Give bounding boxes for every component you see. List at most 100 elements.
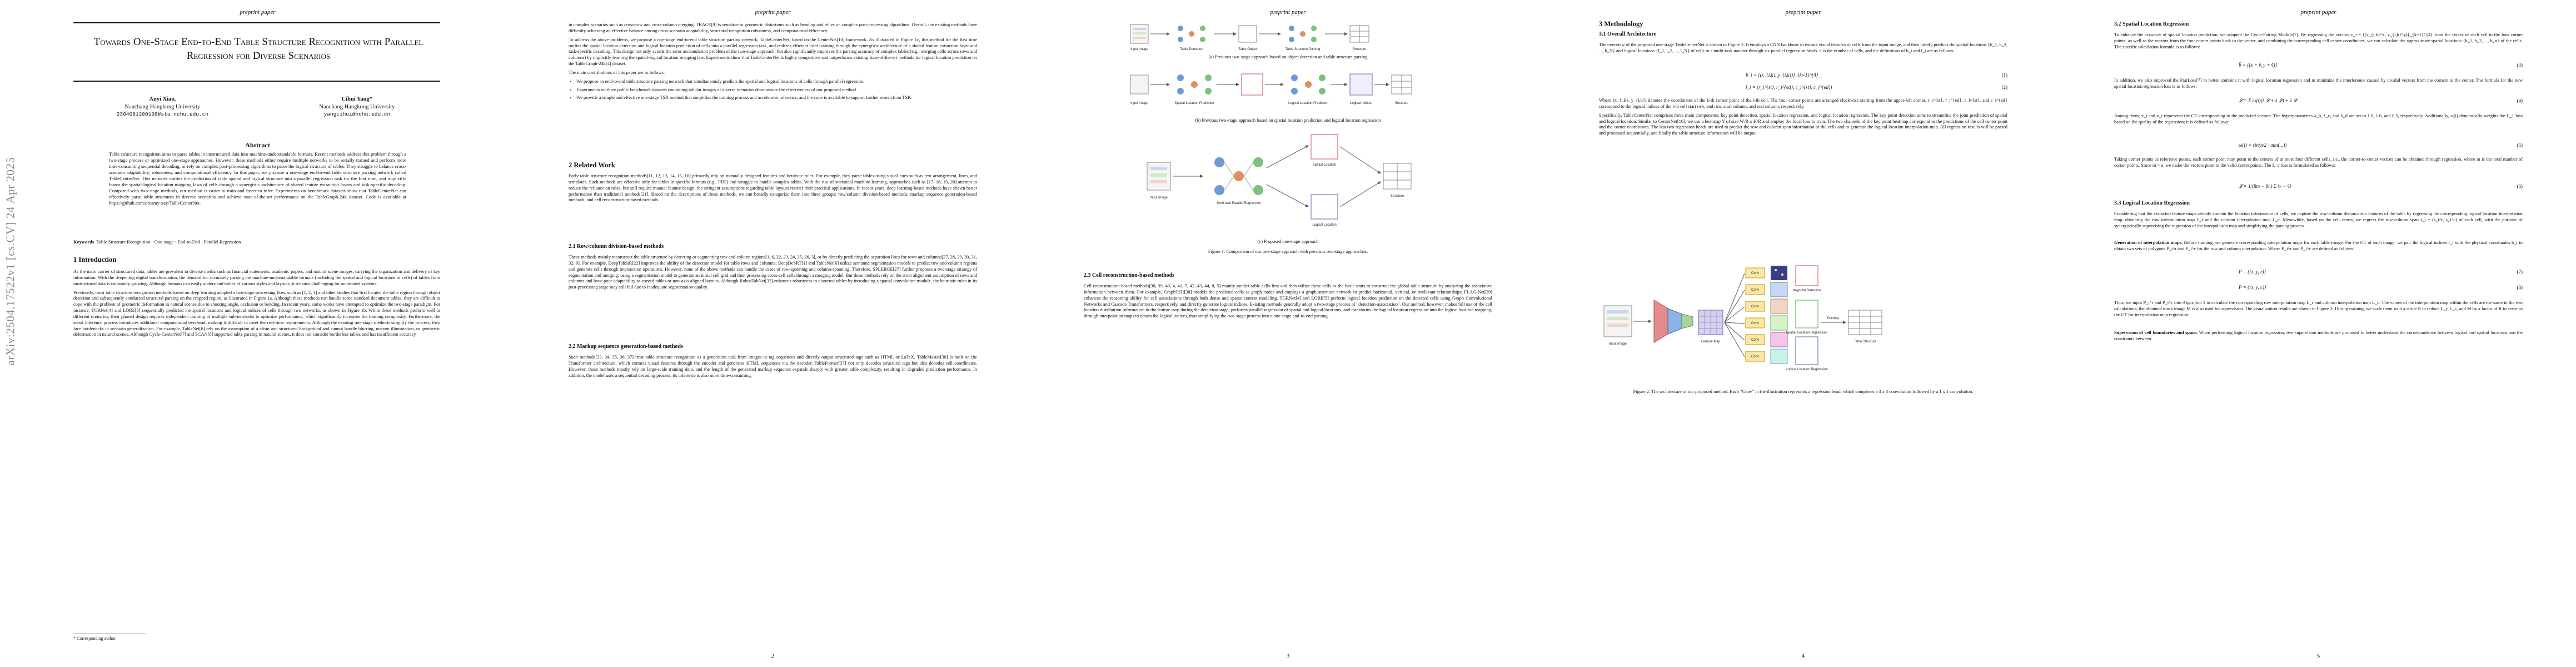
paragraph: Where (x_{i,k}, y_{i,k}) denotes the coo… xyxy=(1599,98,2007,109)
figure-1a-caption: (a) Previous two-stage approach based on… xyxy=(1208,54,1368,59)
page-2: preprint paper in complex scenarios such… xyxy=(515,0,1030,667)
equation-7-number: (7) xyxy=(2517,269,2523,275)
fig2-label: Feature Map xyxy=(1701,340,1721,344)
equation-1-number: (1) xyxy=(2001,72,2008,78)
arxiv-stamp: arXiv:2504.17522v1 [cs.CV] 24 Apr 2025 xyxy=(3,157,17,366)
fig-1a-label: Structure xyxy=(1353,48,1367,51)
title-rule-bottom xyxy=(73,81,440,82)
equation-3-body: b̂ = {(x + v̂, y + v̂)} xyxy=(2239,62,2278,68)
author-1-email[interactable]: 2304081200108@stu.nchu.edu.cn xyxy=(116,111,209,118)
section-2-1-body: These methods mainly reconstruct the tab… xyxy=(569,255,977,290)
page-number: 4 xyxy=(1801,653,1805,659)
keywords-text: Table Structure Recognition · One-stage … xyxy=(96,239,241,245)
author-1: Anyi Xiao, Nanchang Hangkong University … xyxy=(117,96,208,118)
conv-head-label: Conv xyxy=(1751,305,1759,308)
author-2-affiliation: Nanchang Hangkong University xyxy=(319,104,395,111)
network-icon xyxy=(1178,26,1205,42)
equation-5-body: ω(i) = sin(π/2 · min(...)) xyxy=(2239,142,2287,148)
section-2-2-body: Such methods[33, 34, 35, 36, 37] treat t… xyxy=(569,355,977,378)
equation-2-body: l_i = (r_i^{st}, r_i^{ed}, c_i^{st}, c_i… xyxy=(1746,84,1832,90)
fig-1b-label: Logical Location Prediction xyxy=(1288,102,1328,105)
conv-head-label: Conv xyxy=(1751,339,1759,342)
contributions-list: We propose an end-to-end table structure… xyxy=(569,79,977,102)
equation-2-number: (2) xyxy=(2001,84,2008,90)
figure-1b-caption: (b) Previous two-stage approach based on… xyxy=(1195,118,1381,123)
figure-1a: Input Image Table Detection Table Object… xyxy=(1130,24,1369,51)
fig2-label: Input Image xyxy=(1609,342,1627,346)
fig2-label: Logical Location Regression xyxy=(1786,368,1827,371)
equation-1: b_i = {(x_{i,k}, y_{i,k})}_{k=1}^{4}(1) xyxy=(1746,72,2007,78)
equation-5: ω(i) = sin(π/2 · min(...))(5) xyxy=(2239,142,2523,148)
fig2-label: Spatial Location Regression xyxy=(1786,331,1828,335)
footnote: * Corresponding author. xyxy=(73,634,146,641)
fig-1a-label: Table Structure Parsing xyxy=(1285,48,1320,51)
equation-8: P = {(x, y, c)} (8) xyxy=(2239,285,2523,290)
title-rule-top xyxy=(73,22,440,23)
page-1: arXiv:2504.17522v1 [cs.CV] 24 Apr 2025 p… xyxy=(0,0,515,667)
abstract-text: Table structure recognition aims to pars… xyxy=(109,151,406,206)
page-5: preprint paper 3.2 Spatial Location Regr… xyxy=(2061,0,2576,667)
list-item: We propose an end-to-end table structure… xyxy=(576,79,977,85)
figure-2: Conv Conv Conv Conv Conv Conv Input Imag… xyxy=(1603,265,1882,371)
section-3-3-paragraph-1: Considering that the extracted feature m… xyxy=(2114,211,2523,228)
equation-7-body: P = {(x, y, r)} xyxy=(2239,269,2266,275)
section-2-3-body: Cell reconstruction-based methods[38, 39… xyxy=(1084,283,1492,319)
fig-1c-label: Input Image xyxy=(1150,196,1168,200)
abstract-heading: Abstract xyxy=(245,141,270,149)
fig-1b-label: Logical Indices xyxy=(1350,102,1372,105)
running-header: preprint paper xyxy=(1270,9,1306,16)
paragraph: To address the above problems, we propos… xyxy=(569,37,977,67)
author-2-name: Cihui Yang* xyxy=(341,96,373,102)
equation-8-number: (8) xyxy=(2517,285,2523,290)
inline-heading: Generation of interpolation maps. xyxy=(2114,240,2183,245)
section-3-3-heading: 3.3 Logical Location Regression xyxy=(2114,200,2190,206)
page-3: preprint paper Input Image Table Detecti… xyxy=(1030,0,1546,667)
section-3-2-paragraph-1: To enhance the accuracy of spatial locat… xyxy=(2114,32,2523,49)
page-4: preprint paper 3 Methodology 3.1 Overall… xyxy=(1546,0,2061,667)
author-block: Anyi Xiao, Nanchang Hangkong University … xyxy=(61,96,450,118)
page-number: 5 xyxy=(2316,653,2320,659)
equation-4-number: (4) xyxy=(2517,98,2523,103)
figure-1b: Input Image Spatial Location Prediction … xyxy=(1130,73,1412,105)
section-3-3-paragraph-2: Thus, we input P_i^r and P_i^c into Algo… xyxy=(2114,300,2523,317)
running-header: preprint paper xyxy=(2300,9,2336,16)
list-item: Experiments on three public benchmark da… xyxy=(576,87,977,93)
section-3-2-paragraph-2: In addition, we also improved the PairLo… xyxy=(2114,78,2523,89)
page-2-body: in complex scenarios such as cross-row a… xyxy=(569,22,977,103)
section-2-1-heading: 2.1 Row/column division-based methods xyxy=(569,243,664,250)
author-1-name: Anyi Xiao, xyxy=(149,96,176,102)
related-work-intro: Early table structure recognition method… xyxy=(569,173,977,203)
keywords: Keywords Table Structure Recognition · O… xyxy=(73,239,440,245)
author-2-email[interactable]: yangcihui@nchu.edu.cn xyxy=(323,111,391,118)
section-2-2-heading: 2.2 Markup sequence generation-based met… xyxy=(569,344,683,350)
fig-1c-label: Logical Location xyxy=(1312,223,1336,227)
equation-4-body: 𝓛 = Σ ω(i)(λ 𝓛 + λ 𝓛) + λ 𝓛 xyxy=(2239,98,2297,103)
equation-4: 𝓛 = Σ ω(i)(λ 𝓛 + λ 𝓛) + λ 𝓛 (4) xyxy=(2239,98,2523,104)
section-3-1-paragraph-1: The overview of the proposed one-stage T… xyxy=(1599,42,2007,53)
fig2-label: Parsing xyxy=(1827,317,1838,320)
paragraph-text: Before training, we generate correspondi… xyxy=(2114,240,2523,251)
section-3-2-heading: 3.2 Spatial Location Regression xyxy=(2114,21,2189,27)
equation-8-body: P = {(x, y, c)} xyxy=(2239,285,2266,290)
page-number: 2 xyxy=(771,653,775,659)
backbone-icon xyxy=(1653,300,1693,343)
fig-1c-label: Structure xyxy=(1391,195,1404,198)
page-number: 3 xyxy=(1286,653,1290,659)
figure-2-caption: Figure 2: The architecture of our propos… xyxy=(1633,389,1974,394)
section-3-2-paragraph-4: Taking corner points as reference points… xyxy=(2114,157,2523,168)
section-2-3-heading: 2.3 Cell reconstruction-based methods xyxy=(1084,272,1175,278)
section-3-1-heading: 3.1 Overall Architecture xyxy=(1599,31,1657,37)
running-header: preprint paper xyxy=(755,9,791,16)
paper-title: Towards One-Stage End-to-End Table Struc… xyxy=(93,36,423,62)
fig-1a-label: Input Image xyxy=(1130,48,1148,51)
conv-head-label: Conv xyxy=(1751,288,1759,292)
paragraph: Specifically, TableCenterNet comprises t… xyxy=(1599,112,2007,136)
interpolation-generation-paragraph: Generation of interpolation maps. Before… xyxy=(2114,240,2523,252)
equation-7: P = {(x, y, r)} (7) xyxy=(2239,269,2523,275)
section-2-heading: 2 Related Work xyxy=(569,161,615,169)
section-3-2-paragraph-3: Among them, v_i and v_i represents the G… xyxy=(2114,113,2523,125)
paragraph: in complex scenarios such as cross-row a… xyxy=(569,22,977,33)
section-1-heading: 1 Introduction xyxy=(73,256,117,263)
list-item: We provide a simple and effective one-st… xyxy=(576,95,977,101)
fig-1b-label: Input Image xyxy=(1130,102,1148,105)
